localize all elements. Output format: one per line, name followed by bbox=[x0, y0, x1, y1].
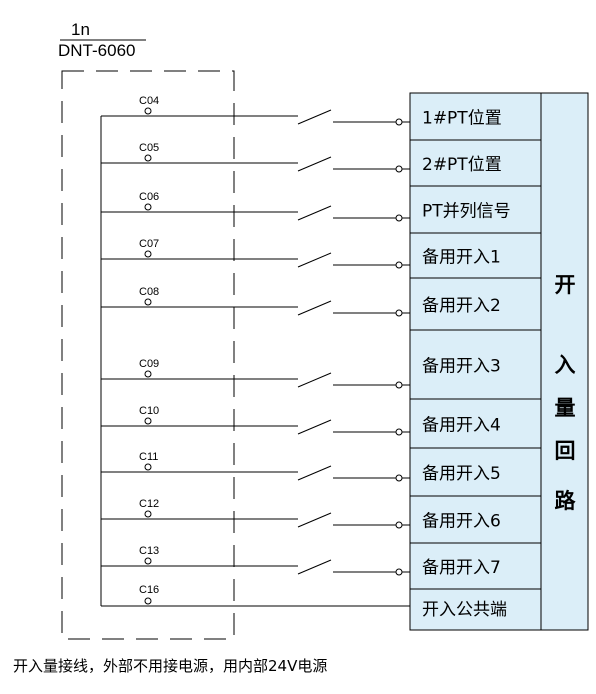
signal-label: 2#PT位置 bbox=[422, 155, 502, 175]
signal-label: 备用开入6 bbox=[422, 512, 501, 532]
switch-contact bbox=[297, 512, 332, 528]
terminal-point bbox=[144, 510, 152, 518]
terminal-row-c09: C09 备用开入3 bbox=[101, 329, 542, 400]
side-label-char: 回 bbox=[555, 439, 576, 463]
terminal-label: C08 bbox=[139, 286, 159, 298]
device-model: DNT-6060 bbox=[58, 41, 135, 60]
switch-contact bbox=[297, 465, 332, 481]
terminal-row-c10: C10 备用开入4 bbox=[101, 398, 542, 449]
switch-contact bbox=[297, 300, 332, 316]
switch-contact bbox=[297, 372, 332, 388]
side-label-char: 开 bbox=[555, 273, 576, 297]
terminal-point bbox=[144, 463, 152, 471]
contact-point bbox=[395, 261, 403, 269]
signal-cell bbox=[409, 277, 542, 331]
side-label-char: 路 bbox=[555, 489, 577, 513]
signal-cell bbox=[409, 542, 542, 590]
terminal-row-c08: C08 备用开入2 bbox=[101, 277, 542, 331]
side-label-char: 入 bbox=[555, 353, 576, 377]
contact-point bbox=[395, 381, 403, 389]
terminal-point bbox=[144, 557, 152, 565]
terminal-row-c07: C07 备用开入1 bbox=[101, 232, 542, 279]
switch-contact bbox=[297, 156, 332, 172]
contact-point bbox=[395, 165, 403, 173]
terminal-point bbox=[144, 370, 152, 378]
side-panel bbox=[540, 92, 589, 631]
signal-label: 备用开入2 bbox=[422, 296, 501, 316]
terminal-point bbox=[144, 250, 152, 258]
contact-point bbox=[395, 568, 403, 576]
signal-cell bbox=[409, 185, 542, 234]
signal-label: 备用开入3 bbox=[422, 357, 501, 377]
contact-point bbox=[395, 118, 403, 126]
terminal-label: C11 bbox=[139, 451, 158, 463]
signal-label: 1#PT位置 bbox=[422, 109, 502, 129]
terminal-row-c16: C16 开入公共端 bbox=[101, 584, 542, 631]
signal-cell bbox=[409, 588, 542, 631]
switch-contact bbox=[297, 109, 332, 125]
switch-contact bbox=[297, 205, 332, 221]
terminal-point bbox=[144, 154, 152, 162]
terminal-row-c05: C05 2#PT位置 bbox=[101, 139, 542, 187]
contact-point bbox=[395, 428, 403, 436]
terminal-label: C06 bbox=[139, 191, 159, 203]
switch-contact bbox=[297, 559, 332, 575]
signal-label: 开入公共端 bbox=[422, 600, 507, 620]
switch-contact bbox=[297, 419, 332, 435]
contact-point bbox=[395, 214, 403, 222]
signal-cell bbox=[409, 398, 542, 449]
signal-cell bbox=[409, 329, 542, 400]
terminal-point bbox=[144, 298, 152, 306]
signal-cell bbox=[409, 139, 542, 187]
terminal-label: C12 bbox=[139, 498, 159, 510]
signal-label: 备用开入7 bbox=[422, 558, 501, 578]
signal-label: 备用开入4 bbox=[422, 416, 501, 436]
terminal-label: C07 bbox=[139, 238, 159, 250]
wiring-note: 开入量接线，外部不用接电源，用内部24V电源 bbox=[13, 657, 327, 675]
signal-cell bbox=[409, 92, 542, 141]
terminal-row-c11: C11 备用开入5 bbox=[101, 447, 542, 497]
device-boundary bbox=[61, 70, 235, 640]
terminal-point bbox=[144, 203, 152, 211]
terminal-label: C13 bbox=[139, 545, 159, 557]
device-id: 1n bbox=[71, 20, 90, 39]
contact-point bbox=[395, 309, 403, 317]
switch-contact bbox=[297, 252, 332, 268]
signal-cell bbox=[409, 447, 542, 497]
contact-point bbox=[395, 521, 403, 529]
terminal-label: C04 bbox=[139, 95, 159, 107]
terminal-row-c12: C12 备用开入6 bbox=[101, 495, 542, 544]
signal-label: 备用开入1 bbox=[422, 248, 501, 268]
contact-point bbox=[395, 474, 403, 482]
signal-cell bbox=[409, 495, 542, 544]
terminal-point bbox=[144, 417, 152, 425]
terminal-point bbox=[144, 597, 152, 605]
signal-label: 备用开入5 bbox=[422, 464, 501, 484]
terminal-label: C05 bbox=[139, 142, 159, 154]
terminal-label: C10 bbox=[139, 405, 159, 417]
terminal-point bbox=[144, 107, 152, 115]
signal-cell bbox=[409, 232, 542, 279]
terminal-label: C16 bbox=[139, 584, 159, 596]
signal-label: PT并列信号 bbox=[422, 202, 511, 222]
terminal-row-c04: C04 1#PT位置 bbox=[101, 92, 542, 141]
side-label-char: 量 bbox=[555, 396, 576, 420]
terminal-row-c13: C13 备用开入7 bbox=[101, 542, 542, 590]
terminal-label: C09 bbox=[139, 358, 159, 370]
